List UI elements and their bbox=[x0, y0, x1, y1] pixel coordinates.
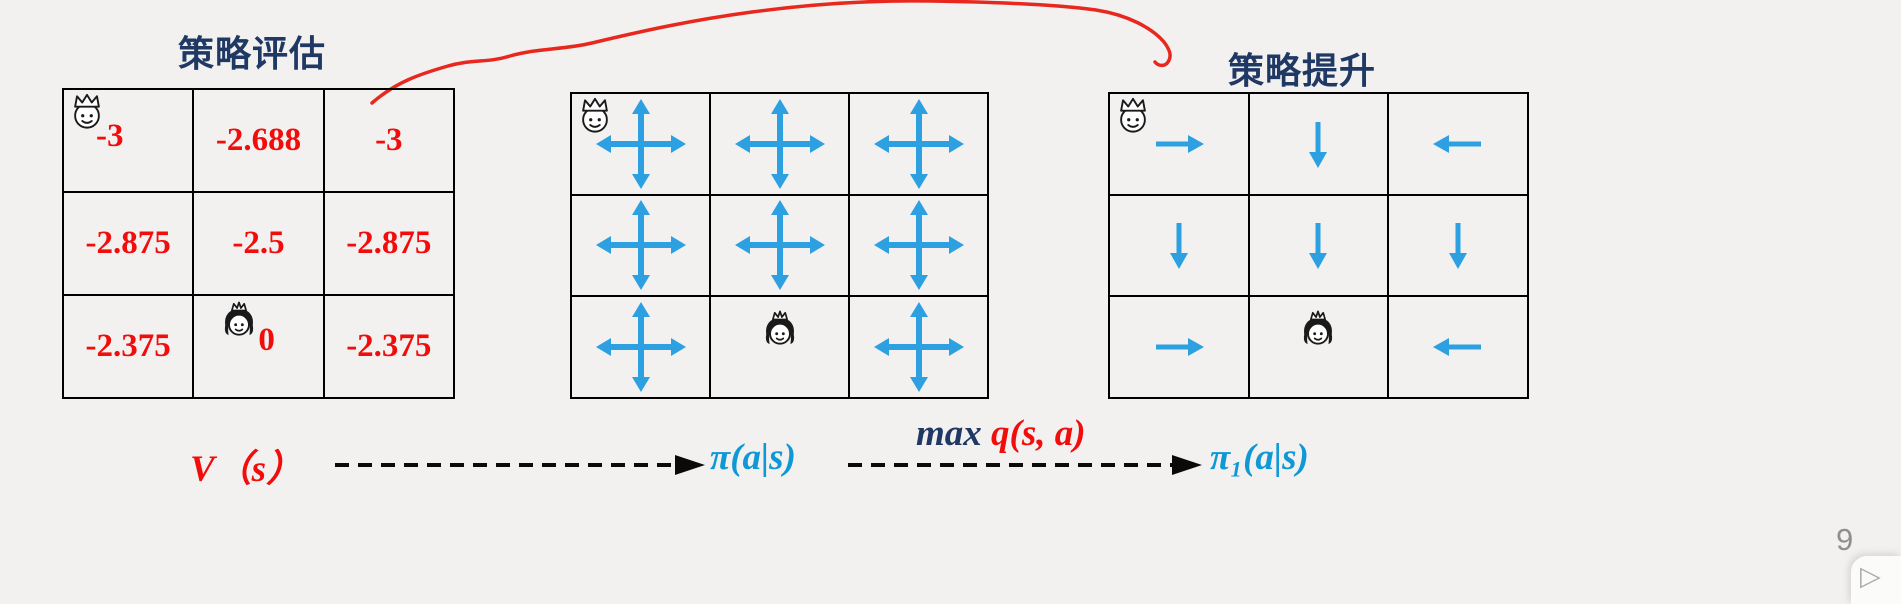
prince-icon bbox=[1114, 96, 1152, 134]
value-cell-r2c1: 0 bbox=[193, 295, 324, 398]
improved-cell-r2c2 bbox=[1388, 296, 1528, 398]
state-value: -2.375 bbox=[346, 328, 432, 364]
prince-icon bbox=[68, 92, 106, 130]
policy-grid bbox=[570, 92, 989, 399]
max-q-label: max q(s, a) bbox=[916, 412, 1086, 455]
princess-icon bbox=[220, 300, 258, 338]
value-cell-r1c1: -2.5 bbox=[193, 192, 324, 295]
play-icon: ▷ bbox=[1860, 561, 1881, 591]
princess-icon bbox=[761, 309, 799, 352]
improved-cell-r0c1 bbox=[1248, 93, 1389, 195]
state-value: -3 bbox=[96, 118, 124, 154]
policy-cell-r1c2 bbox=[849, 194, 988, 297]
value-cell-r0c1: -2.688 bbox=[193, 89, 324, 192]
policy-cell-r0c2 bbox=[849, 93, 988, 195]
page-number: 9 bbox=[1836, 522, 1854, 557]
media-control-corner[interactable]: ▷ bbox=[1851, 556, 1901, 604]
state-value: -3 bbox=[375, 122, 403, 158]
improved-policy-label: π₁(a|s) bbox=[1210, 437, 1309, 478]
improved-cell-r2c0 bbox=[1109, 296, 1249, 398]
policy-label: π(a|s) bbox=[710, 437, 796, 478]
value-cell-r1c2: -2.875 bbox=[323, 192, 454, 295]
policy-cell-r1c1 bbox=[710, 194, 849, 297]
policy-cell-r2c1 bbox=[710, 296, 849, 398]
value-function-label: V（s） bbox=[190, 449, 304, 490]
q-text: q(s, a) bbox=[991, 413, 1086, 454]
princess-icon bbox=[1299, 309, 1337, 352]
improved-cell-r0c0 bbox=[1109, 93, 1249, 195]
improved-cell-r1c0 bbox=[1109, 194, 1249, 297]
state-value: 0 bbox=[258, 322, 275, 358]
dashed-arrow-2 bbox=[848, 455, 1202, 475]
policy-evaluation-grid: -3 -2.688 -3 -2.875 -2.5 -2.875 -2.375 0… bbox=[62, 88, 455, 399]
value-cell-r1c0: -2.875 bbox=[63, 192, 194, 295]
improved-cell-r1c1 bbox=[1248, 194, 1389, 297]
state-value: -2.5 bbox=[232, 225, 285, 261]
value-cell-r2c0: -2.375 bbox=[63, 295, 194, 398]
improved-cell-r2c1 bbox=[1248, 296, 1389, 398]
policy-improvement-title: 策略提升 bbox=[1228, 50, 1377, 91]
state-value: -2.375 bbox=[85, 328, 171, 364]
policy-cell-r0c1 bbox=[710, 93, 849, 195]
dashed-arrow-1 bbox=[335, 455, 705, 475]
value-cell-r0c0: -3 bbox=[63, 89, 194, 192]
state-value: -2.875 bbox=[85, 225, 171, 261]
max-text: max bbox=[916, 413, 982, 454]
policy-evaluation-title: 策略评估 bbox=[178, 33, 327, 74]
improved-policy-grid bbox=[1108, 92, 1529, 399]
policy-cell-r1c0 bbox=[571, 194, 710, 297]
prince-icon bbox=[576, 96, 614, 134]
policy-cell-r0c0 bbox=[571, 93, 710, 195]
state-value: -2.875 bbox=[346, 225, 432, 261]
improved-cell-r1c2 bbox=[1388, 194, 1528, 297]
improved-cell-r0c2 bbox=[1388, 93, 1528, 195]
policy-cell-r2c2 bbox=[849, 296, 988, 398]
policy-cell-r2c0 bbox=[571, 296, 710, 398]
state-value: -2.688 bbox=[215, 122, 302, 158]
value-cell-r2c2: -2.375 bbox=[323, 295, 454, 398]
value-cell-r0c2: -3 bbox=[323, 89, 454, 192]
